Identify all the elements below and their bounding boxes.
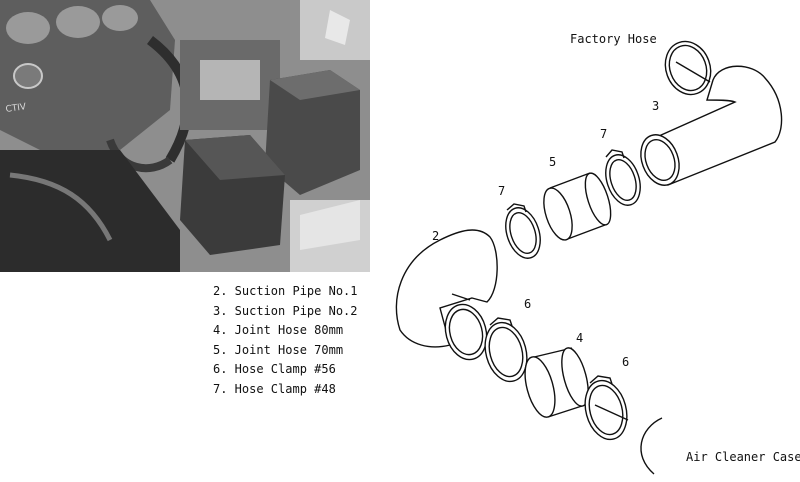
label-6-lower: 6: [622, 355, 629, 369]
label-7-upper: 7: [600, 127, 607, 141]
label-factory-hose: Factory Hose: [570, 32, 657, 46]
legend-item: 7. Hose Clamp #48: [213, 381, 336, 396]
legend-item: 3. Suction Pipe No.2: [213, 303, 358, 318]
label-2: 2: [432, 229, 439, 243]
joint-hose-80mm: [524, 347, 589, 418]
hose-clamp-56-lower: [584, 375, 629, 441]
label-3: 3: [652, 99, 659, 113]
hose-clamp-48-upper: [605, 149, 641, 206]
factory-hose-ring: [664, 40, 712, 96]
label-4: 4: [576, 331, 583, 345]
engine-bay-photo: CTIV: [0, 0, 370, 272]
label-7-lower: 7: [498, 184, 505, 198]
hose-clamp-56-upper: [484, 317, 528, 383]
label-air-cleaner-case: Air Cleaner Case: [686, 450, 800, 464]
hose-clamp-48-lower: [505, 203, 541, 259]
air-cleaner-case-arc: [640, 417, 663, 475]
joint-hose-70mm: [543, 172, 612, 241]
legend-item: 2. Suction Pipe No.1: [213, 284, 358, 298]
label-5: 5: [549, 155, 556, 169]
legend-item: 6. Hose Clamp #56: [213, 362, 336, 376]
cover-badge: CTIV: [5, 102, 28, 115]
suction-pipe-no1: [395, 229, 498, 361]
parts-legend: 2. Suction Pipe No.1 3. Suction Pipe No.…: [213, 282, 358, 399]
label-6-upper: 6: [524, 297, 531, 311]
legend-item: 4. Joint Hose 80mm: [213, 323, 344, 337]
suction-pipe-no2: [640, 65, 783, 186]
legend-item: 5. Joint Hose 70mm: [213, 342, 344, 357]
